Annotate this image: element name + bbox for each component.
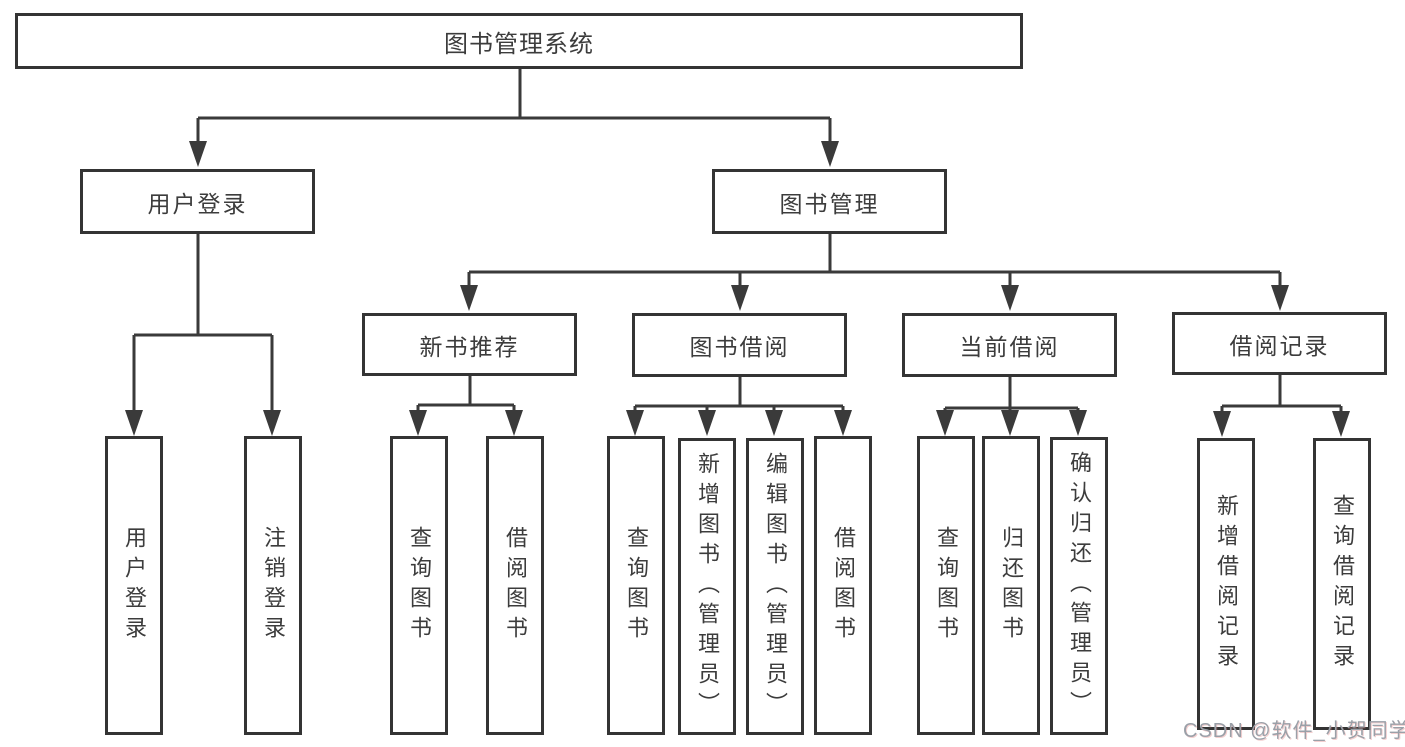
leaf-borrow-books-recommend: 借阅图书 — [486, 436, 544, 735]
leaf-user-login: 用户登录 — [105, 436, 163, 735]
node-book-borrow: 图书借阅 — [632, 313, 847, 377]
edge-bookborrow-to-leaves — [633, 377, 845, 412]
leaf-label: 确认归还（管理员） — [1067, 451, 1092, 721]
node-borrow-records: 借阅记录 — [1172, 312, 1387, 375]
leaf-label: 借阅图书 — [831, 525, 856, 646]
edge-root-to-level2 — [196, 69, 832, 144]
node-label: 图书管理 — [779, 190, 880, 217]
node-label: 用户登录 — [147, 190, 248, 217]
node-label: 图书管理系统 — [444, 30, 594, 58]
node-label: 新书推荐 — [419, 333, 520, 360]
leaf-query-books-current: 查询图书 — [917, 436, 975, 735]
leaf-label: 查询图书 — [624, 525, 649, 646]
leaf-label: 借阅图书 — [503, 525, 528, 646]
leaf-borrow-books-2: 借阅图书 — [814, 436, 872, 735]
leaf-add-borrow-record: 新增借阅记录 — [1197, 438, 1255, 730]
leaf-label: 新增图书（管理员） — [695, 451, 720, 722]
leaf-label: 查询图书 — [934, 525, 959, 646]
node-label: 当前借阅 — [959, 334, 1060, 360]
node-book-management-system: 图书管理系统 — [15, 13, 1023, 69]
leaf-label: 编辑图书（管理员） — [763, 451, 788, 722]
leaf-label: 查询图书 — [407, 525, 432, 646]
leaf-label: 注销登录 — [261, 525, 286, 646]
leaf-confirm-return-admin: 确认归还（管理员） — [1050, 437, 1108, 735]
node-label: 借阅记录 — [1229, 332, 1330, 359]
leaf-query-books-recommend: 查询图书 — [390, 436, 448, 735]
node-new-book-recommend: 新书推荐 — [362, 313, 577, 376]
node-current-borrow: 当前借阅 — [902, 313, 1117, 377]
leaf-edit-book-admin: 编辑图书（管理员） — [746, 438, 804, 735]
leaf-query-books-borrow: 查询图书 — [607, 436, 665, 735]
csdn-watermark: CSDN @软件_小贺同学 — [1183, 720, 1405, 742]
arrowheads — [125, 141, 1350, 437]
leaf-label: 查询借阅记录 — [1330, 494, 1355, 674]
edge-currentborrow-to-leaves — [943, 377, 1080, 412]
edge-userlogin-to-leaves — [132, 234, 274, 413]
node-book-management: 图书管理 — [712, 169, 947, 234]
edge-bookmgmt-to-level3 — [467, 234, 1282, 288]
node-label: 图书借阅 — [689, 334, 790, 360]
leaf-label: 归还图书 — [999, 525, 1024, 646]
edge-newbook-to-leaves — [416, 376, 516, 412]
leaf-logout: 注销登录 — [244, 436, 302, 735]
leaf-label: 新增借阅记录 — [1214, 494, 1239, 674]
leaf-return-book: 归还图书 — [982, 436, 1040, 735]
leaf-label: 用户登录 — [122, 525, 147, 646]
edge-borrowrecords-to-leaves — [1220, 375, 1343, 413]
node-user-login: 用户登录 — [80, 169, 315, 234]
leaf-add-book-admin: 新增图书（管理员） — [678, 438, 736, 735]
leaf-query-borrow-record: 查询借阅记录 — [1313, 438, 1371, 730]
